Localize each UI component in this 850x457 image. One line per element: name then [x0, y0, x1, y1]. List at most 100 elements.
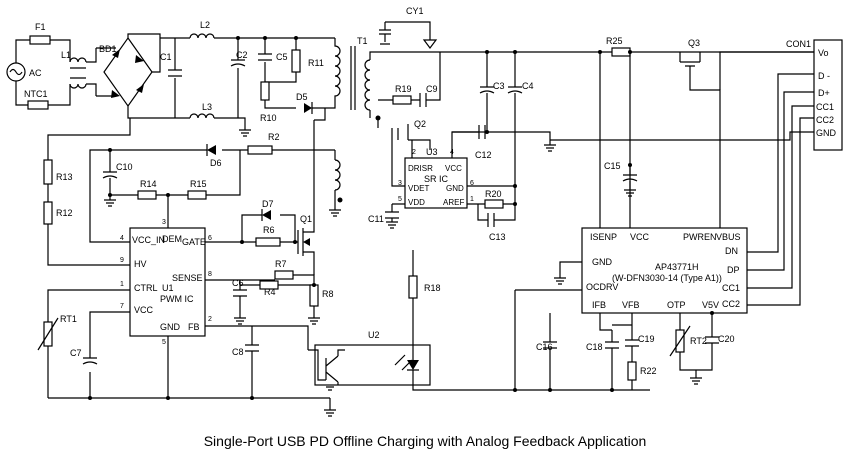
- u2-ground-icon: [324, 383, 336, 417]
- t1-aux-winding: [334, 159, 341, 191]
- c3-capacitor: [479, 86, 495, 94]
- ap-pin-gnd: GND: [592, 257, 613, 267]
- ap-pin-isenp: ISENP: [590, 232, 617, 242]
- r20-label: R20: [485, 189, 502, 199]
- r8-label: R8: [322, 289, 334, 299]
- r15-label: R15: [190, 179, 207, 189]
- cy1-capacitor: [379, 21, 431, 42]
- c4-capacitor: [507, 86, 523, 94]
- ap-pin-pwren: PWREN: [683, 232, 717, 242]
- fuse-f1-label: F1: [35, 22, 46, 32]
- bd1-label: BD1: [99, 44, 117, 54]
- u1-pin-ctrl: CTRL: [134, 283, 158, 293]
- u3-num-3: 3: [398, 180, 402, 187]
- c19-label: C19: [638, 334, 655, 344]
- r22-label: R22: [640, 366, 657, 376]
- u1-pin-gate: GATE: [182, 237, 206, 247]
- c9-capacitor: [419, 93, 427, 107]
- c8-label: C8: [232, 347, 244, 357]
- ap-ground-icon: [554, 261, 582, 285]
- u1-type: PWM IC: [160, 294, 194, 304]
- secondary-ground-icon: [544, 144, 556, 152]
- u1-num-9: 9: [120, 257, 124, 264]
- u1-pin-gnd: GND: [160, 322, 181, 332]
- l3-inductor: [189, 113, 215, 119]
- con1-label: CON1: [786, 39, 811, 49]
- u3-num-2: 2: [412, 149, 416, 156]
- u1-num-2: 2: [208, 316, 212, 323]
- ac-input-section: AC F1 NTC1 L1 BD1: [6, 22, 190, 119]
- c2-capacitor: [230, 59, 246, 67]
- r20-resistor: [484, 199, 504, 209]
- c7-label: C7: [70, 348, 82, 358]
- c9-label: C9: [426, 84, 438, 94]
- u2-optocoupler: U2: [308, 330, 431, 386]
- ap-pin-cc1: CC1: [722, 283, 740, 293]
- rt1-arrow-icon: [37, 317, 59, 351]
- r19-resistor: [392, 95, 412, 105]
- ap-pin-ifb: IFB: [592, 300, 606, 310]
- primary-ground-icon: [239, 129, 251, 137]
- r13-resistor: [43, 159, 53, 185]
- c5-label: C5: [276, 52, 288, 62]
- t1-primary-winding: [325, 38, 341, 109]
- c10-label: C10: [116, 162, 133, 172]
- c6-label: C6: [232, 278, 244, 288]
- d6-label: D6: [210, 158, 222, 168]
- bottom-ground-icon: [690, 377, 702, 385]
- ap-name: AP43771H: [655, 262, 699, 272]
- cy1-ground-icon: [380, 39, 438, 49]
- r4-resistor: [259, 280, 279, 290]
- l3-label: L3: [202, 102, 212, 112]
- q1-label: Q1: [300, 214, 312, 224]
- r2-resistor: [247, 145, 273, 155]
- l2-inductor: [189, 33, 215, 39]
- r19-label: R19: [395, 84, 412, 94]
- rt2-arrow-icon: [669, 325, 691, 357]
- u1-num-5: 5: [162, 339, 166, 346]
- c7-capacitor: [82, 357, 98, 365]
- u3-pin-vcc: VCC: [445, 164, 462, 173]
- c2-label: C2: [236, 50, 248, 60]
- secondary-section: R19 C9 Q2 U3 DRISR VCC SR IC VDET GND VD…: [368, 36, 822, 391]
- c15-label: C15: [604, 161, 621, 171]
- q2-label: Q2: [414, 119, 426, 129]
- primary-filter: L2 C1 L3 C2 C5 R11 R10 D5: [160, 20, 335, 137]
- r15-resistor: [187, 190, 207, 200]
- con1-pin-dplus: D+: [818, 88, 830, 98]
- u3-num-6: 6: [470, 180, 474, 187]
- q2-mosfet: [391, 124, 431, 187]
- r13-label: R13: [56, 172, 73, 182]
- c13-capacitor: [487, 213, 495, 227]
- c10-ground-icon: [104, 199, 116, 207]
- u1-body: [129, 227, 206, 337]
- ap43771h-controller: ISENP VCC PWREN VBUS GND AP43771H DN (W-…: [554, 51, 814, 314]
- q3-label: Q3: [688, 38, 700, 48]
- r14-label: R14: [140, 179, 157, 189]
- con1-pin-cc2: CC2: [816, 115, 834, 125]
- rt2-label: RT2: [690, 336, 707, 346]
- u2-label: U2: [368, 330, 380, 340]
- con1-pin-dminus: D -: [818, 71, 830, 81]
- u3-num-1: 1: [470, 196, 474, 203]
- ap-pin-v5v: V5V: [702, 300, 719, 310]
- c4-label: C4: [522, 81, 534, 91]
- u1-pin-hv: HV: [134, 259, 147, 269]
- u3-num-5: 5: [398, 196, 402, 203]
- c19-capacitor: [625, 339, 639, 347]
- u3-pin-gnd: GND: [446, 184, 464, 193]
- c1-capacitor: [168, 69, 182, 77]
- u3-pin-drisr: DRISR: [408, 164, 433, 173]
- c11-label: C11: [368, 214, 384, 224]
- u3-body: [404, 157, 468, 209]
- r7-resistor: [274, 270, 294, 280]
- r14-resistor: [137, 190, 157, 200]
- r18-label: R18: [424, 283, 441, 293]
- q1-mosfet: [297, 120, 315, 275]
- ap-package: (W-DFN3030-14 (Type A1)): [612, 273, 722, 283]
- q3-mosfet: [679, 52, 721, 228]
- c15-capacitor: [622, 165, 638, 197]
- u3-name: U3: [426, 147, 438, 157]
- l2-label: L2: [200, 20, 210, 30]
- rt1-label: RT1: [60, 314, 77, 324]
